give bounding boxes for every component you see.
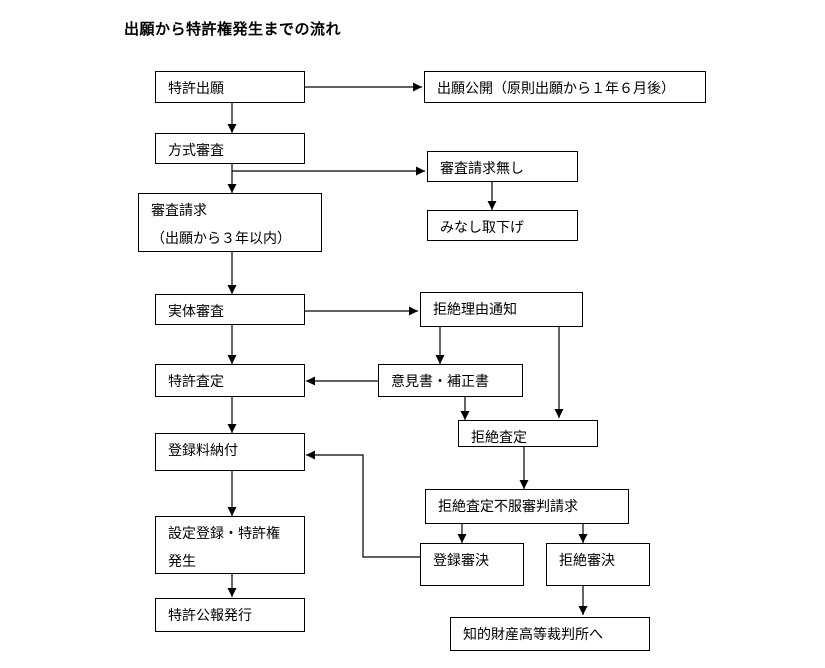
node-filing: 特許出願 bbox=[155, 71, 305, 103]
node-publication: 出願公開（原則出願から１年６月後） bbox=[424, 71, 706, 103]
node-no-request: 審査請求無し bbox=[427, 151, 578, 182]
node-exam-request: 審査請求 （出願から３年以内） bbox=[138, 193, 322, 252]
node-formal-exam: 方式審査 bbox=[155, 133, 305, 164]
node-patent-decision: 特許査定 bbox=[155, 364, 305, 397]
node-registration-line2: 発生 bbox=[168, 554, 196, 570]
node-fee-payment: 登録料納付 bbox=[155, 433, 305, 471]
node-registration: 設定登録・特許権 発生 bbox=[155, 516, 305, 574]
node-refusal-decision: 拒絶査定 bbox=[458, 420, 598, 447]
node-exam-request-line1: 審査請求 bbox=[151, 203, 207, 219]
node-substantive-exam: 実体審査 bbox=[155, 294, 305, 325]
node-registration-trial: 登録審決 bbox=[420, 543, 524, 586]
diagram-title: 出願から特許権発生までの流れ bbox=[124, 20, 342, 38]
node-appeal-request: 拒絶査定不服審判請求 bbox=[425, 489, 629, 524]
node-exam-request-line2: （出願から３年以内） bbox=[151, 231, 291, 247]
node-gazette: 特許公報発行 bbox=[155, 598, 305, 632]
node-refusal-trial: 拒絶審決 bbox=[546, 543, 650, 586]
node-opinion-amendment: 意見書・補正書 bbox=[378, 364, 523, 397]
arrow-trial-to-fee bbox=[306, 450, 420, 558]
node-refusal-notice: 拒絶理由通知 bbox=[420, 292, 583, 327]
node-ip-court: 知的財産高等裁判所へ bbox=[450, 617, 650, 651]
node-deemed-withdrawn: みなし取下げ bbox=[427, 210, 578, 241]
node-registration-line1: 設定登録・特許権 bbox=[168, 526, 280, 542]
